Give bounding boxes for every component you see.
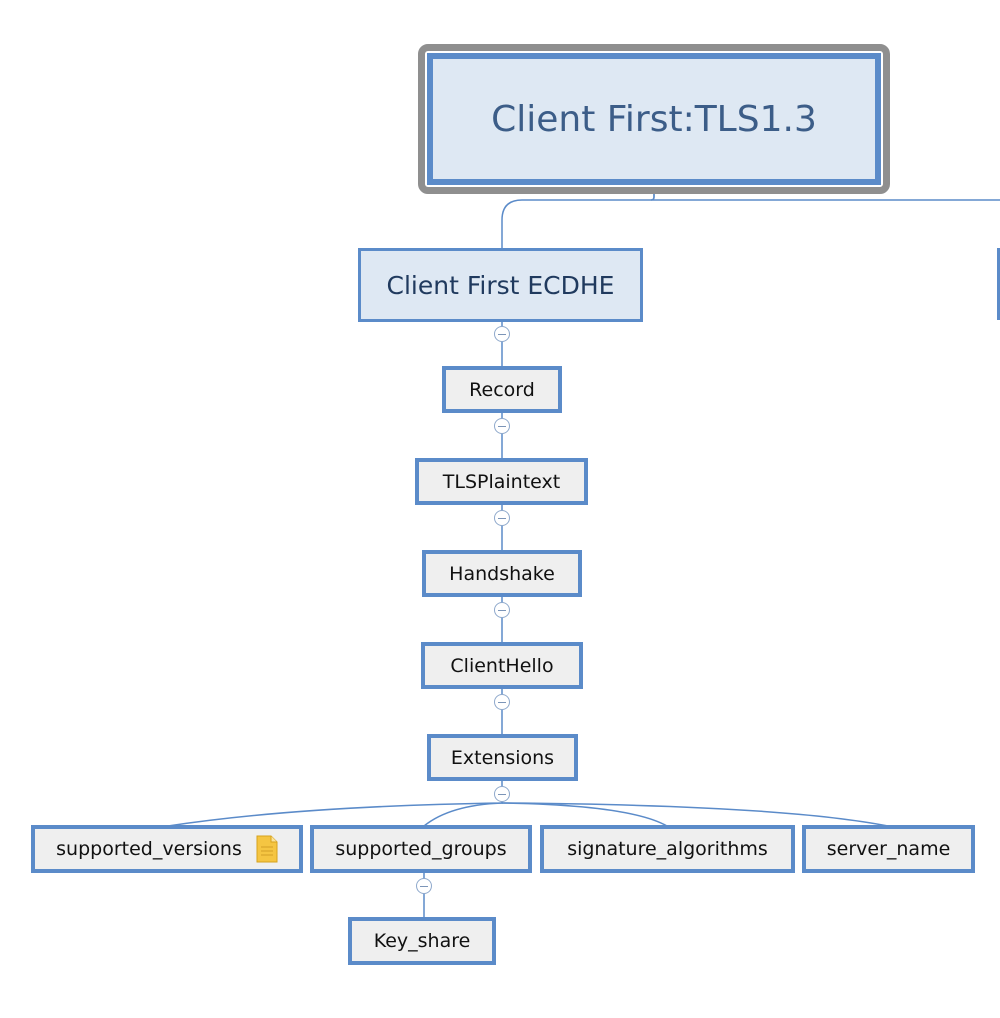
- tlsplaintext-label: TLSPlaintext: [442, 470, 561, 493]
- clienthello-node[interactable]: ClientHello: [421, 642, 583, 689]
- extensions-label: Extensions: [450, 746, 555, 769]
- minus-icon: [498, 793, 506, 795]
- connector-extensions-to-supported-versions: [167, 780, 503, 827]
- supported-groups-node[interactable]: supported_groups: [310, 825, 532, 873]
- supported-versions-node[interactable]: supported_versions: [31, 825, 303, 873]
- root-node-label: Client First:TLS1.3: [491, 98, 817, 140]
- server-name-node[interactable]: server_name: [802, 825, 975, 873]
- handshake-node[interactable]: Handshake: [422, 550, 582, 597]
- collapse-toggle-supported-groups[interactable]: [416, 878, 432, 894]
- signature-algorithms-node[interactable]: signature_algorithms: [540, 825, 795, 873]
- minus-icon: [420, 885, 428, 887]
- server-name-label: server_name: [826, 838, 951, 860]
- minus-icon: [498, 425, 506, 427]
- record-node[interactable]: Record: [442, 366, 562, 413]
- collapse-toggle-clienthello[interactable]: [494, 694, 510, 710]
- collapse-toggle-handshake[interactable]: [494, 602, 510, 618]
- supported-groups-label: supported_groups: [335, 838, 507, 860]
- key-share-label: Key_share: [373, 930, 471, 952]
- minus-icon: [498, 701, 506, 703]
- client-first-ecdhe-node[interactable]: Client First ECDHE: [358, 248, 643, 322]
- connector-extensions-to-signature-algorithms: [501, 802, 668, 827]
- right-branch-node-edge: [997, 248, 1000, 320]
- connector-extensions-to-supported-groups: [423, 802, 503, 827]
- connector-root-to-ecdhe: [501, 185, 655, 250]
- minus-icon: [498, 609, 506, 611]
- collapse-toggle-record[interactable]: [494, 418, 510, 434]
- collapse-toggle-ecdhe[interactable]: [494, 326, 510, 342]
- tlsplaintext-node[interactable]: TLSPlaintext: [415, 458, 588, 505]
- clienthello-label: ClientHello: [450, 654, 554, 677]
- client-first-ecdhe-label: Client First ECDHE: [386, 270, 615, 300]
- signature-algorithms-label: signature_algorithms: [567, 838, 768, 860]
- root-node[interactable]: Client First:TLS1.3: [427, 53, 881, 185]
- connector-extensions-to-server-name: [501, 802, 889, 827]
- handshake-label: Handshake: [449, 562, 555, 585]
- record-label: Record: [469, 378, 535, 401]
- note-icon[interactable]: [256, 835, 278, 863]
- collapse-toggle-extensions[interactable]: [494, 786, 510, 802]
- supported-versions-label: supported_versions: [56, 838, 242, 860]
- collapse-toggle-tlsplaintext[interactable]: [494, 510, 510, 526]
- minus-icon: [498, 333, 506, 335]
- extensions-node[interactable]: Extensions: [427, 734, 578, 781]
- minus-icon: [498, 517, 506, 519]
- key-share-node[interactable]: Key_share: [348, 917, 496, 965]
